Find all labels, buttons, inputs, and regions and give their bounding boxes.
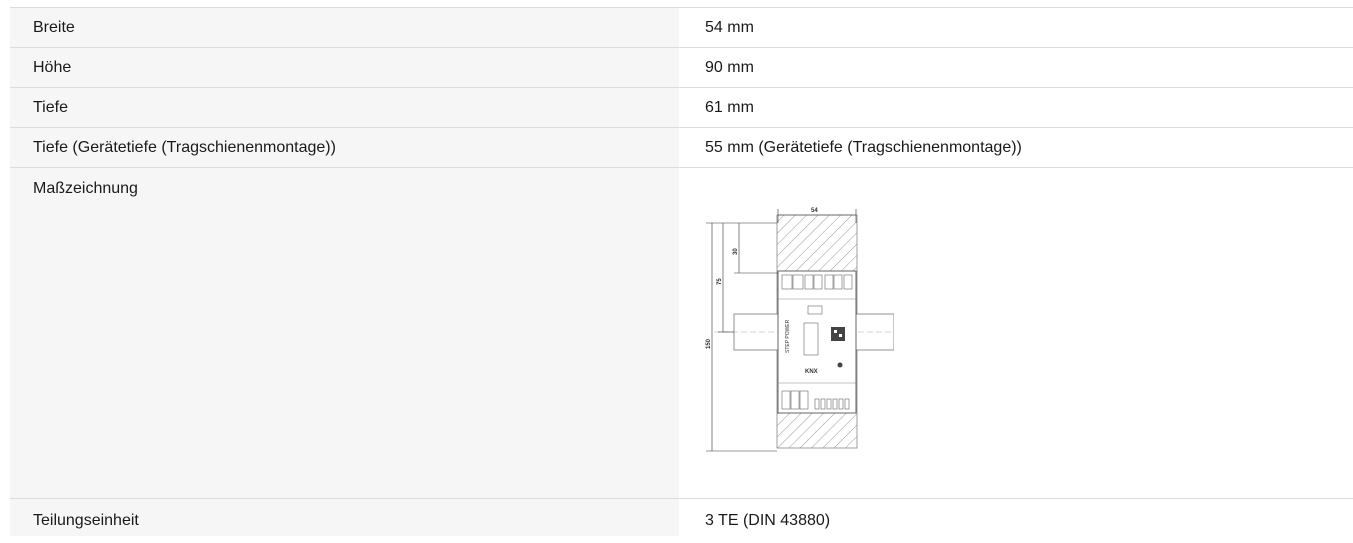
spec-label: Maßzeichnung bbox=[33, 180, 138, 197]
display-window bbox=[803, 322, 819, 356]
spec-row-tiefe-tragschiene: Tiefe (Gerätetiefe (Tragschienenmontage)… bbox=[10, 127, 1353, 167]
spec-row-tiefe: Tiefe 61 mm bbox=[10, 87, 1353, 127]
dimension-height-lines bbox=[706, 222, 778, 452]
device-name: STEP POWER bbox=[785, 319, 791, 353]
spec-label: Teilungseinheit bbox=[33, 512, 139, 529]
spec-row-teilungseinheit: Teilungseinheit 3 TE (DIN 43880) bbox=[10, 498, 1353, 536]
status-led-block bbox=[807, 305, 823, 315]
spec-value: 90 mm bbox=[679, 48, 1353, 87]
dimension-drawing: STEP POWER KNX bbox=[706, 208, 894, 452]
top-terminals bbox=[781, 274, 853, 290]
spec-label: Höhe bbox=[33, 59, 72, 76]
dimension-width bbox=[777, 209, 857, 223]
knx-logo: KNX bbox=[805, 369, 818, 375]
spec-value: 54 mm bbox=[679, 8, 1353, 47]
dimension-height-total-label: 150 bbox=[706, 338, 712, 349]
qr-code bbox=[831, 327, 845, 341]
dimension-drawing-cell: STEP POWER KNX bbox=[679, 168, 1353, 498]
spec-row-breite: Breite 54 mm bbox=[10, 7, 1353, 47]
spec-value: 55 mm (Gerätetiefe (Tragschienenmontage)… bbox=[679, 128, 1353, 167]
spec-label: Tiefe (Gerätetiefe (Tragschienenmontage)… bbox=[33, 139, 336, 156]
dimension-height-30-label: 30 bbox=[733, 248, 739, 255]
dimension-height-75-label: 75 bbox=[717, 278, 723, 285]
spec-label: Tiefe bbox=[33, 99, 68, 116]
programming-button bbox=[837, 362, 843, 368]
dimension-width-label: 54 bbox=[811, 208, 818, 214]
spec-value: 3 TE (DIN 43880) bbox=[679, 499, 1353, 536]
bottom-terminals bbox=[781, 390, 850, 410]
spec-table: Breite 54 mm Höhe 90 mm Tiefe 61 mm Tief… bbox=[10, 7, 1353, 536]
spec-value: 61 mm bbox=[679, 88, 1353, 127]
spec-row-hoehe: Höhe 90 mm bbox=[10, 47, 1353, 87]
spec-label: Breite bbox=[33, 19, 75, 36]
spec-row-masszeichnung: Maßzeichnung bbox=[10, 167, 1353, 498]
